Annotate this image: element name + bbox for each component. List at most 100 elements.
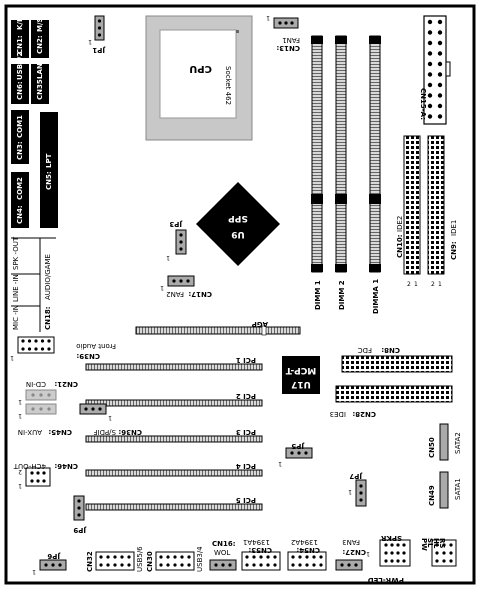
cn6-label: CN6: bbox=[16, 81, 24, 100]
pci2-slot[interactable] bbox=[85, 399, 263, 407]
cn2-connector[interactable] bbox=[31, 20, 49, 58]
pin bbox=[402, 559, 406, 563]
cn1-label: CN1: bbox=[16, 35, 24, 54]
cpu-socket[interactable] bbox=[145, 15, 253, 141]
u17-mcp-t-chip bbox=[282, 356, 320, 394]
pin bbox=[291, 563, 295, 567]
dimm2-slot[interactable] bbox=[335, 35, 347, 273]
cn3-connector[interactable] bbox=[11, 110, 29, 164]
dimma1-label: DIMMA 1 bbox=[372, 279, 380, 314]
pin bbox=[298, 563, 302, 567]
jp7-pin-label: 1 bbox=[348, 488, 352, 495]
jp5-label: JP5 bbox=[291, 442, 305, 450]
cn53-1394a1-header[interactable] bbox=[241, 551, 281, 571]
cn1-connector[interactable] bbox=[11, 20, 29, 58]
ide1-pin1: 1 bbox=[438, 281, 442, 288]
pin bbox=[259, 555, 263, 559]
cn16-wol-header[interactable] bbox=[209, 559, 237, 571]
pci4-slot[interactable] bbox=[85, 469, 263, 477]
switch-pins bbox=[435, 543, 453, 563]
pin bbox=[427, 72, 433, 77]
pin bbox=[437, 40, 443, 46]
dimma1-slot[interactable] bbox=[369, 35, 381, 273]
com1-label: COM1 bbox=[16, 115, 24, 138]
cn35-connector[interactable] bbox=[31, 64, 49, 104]
pin bbox=[21, 347, 25, 351]
pin bbox=[427, 82, 433, 88]
cn6-connector[interactable] bbox=[11, 64, 29, 104]
jp5-pin-label: 1 bbox=[278, 460, 282, 467]
pin bbox=[252, 555, 256, 559]
pin bbox=[319, 555, 323, 559]
aux-in-label: AUX-IN bbox=[18, 428, 42, 436]
cn28-ide3-connector[interactable] bbox=[335, 385, 453, 403]
jp3-pin-label: 1 bbox=[166, 254, 170, 261]
cn39-label: CN39: bbox=[76, 352, 100, 360]
pin bbox=[34, 347, 38, 351]
usb56-label: USB5/6 bbox=[136, 546, 144, 572]
cn50-label: CN50 bbox=[428, 437, 436, 458]
ide3-label: IDE3 bbox=[330, 410, 346, 418]
cn46-4ch-out-header[interactable] bbox=[25, 467, 51, 487]
pin bbox=[180, 555, 184, 559]
spk-out-label: SPK -OUT bbox=[12, 236, 20, 270]
pin bbox=[384, 551, 388, 555]
pin bbox=[437, 114, 443, 119]
cn30-usb34-header[interactable] bbox=[155, 551, 195, 571]
agp-label: AGP bbox=[252, 320, 268, 328]
pin bbox=[305, 555, 309, 559]
pin bbox=[442, 559, 446, 563]
jp7-jumper[interactable] bbox=[355, 479, 367, 507]
pwr-led-label: PWR-LED bbox=[368, 576, 404, 584]
jp6-pin-label: 1 bbox=[32, 568, 36, 575]
cn45-aux-in-header[interactable] bbox=[25, 403, 57, 415]
pin bbox=[437, 51, 443, 56]
cn50-sata2-connector[interactable] bbox=[439, 423, 449, 461]
rear-io-ports: CN1: K/B CN2: M/S CN6: USB1/2 CN35: LAN … bbox=[11, 17, 58, 332]
pci1-slot[interactable] bbox=[85, 363, 263, 371]
usb34-label: USB3/4 bbox=[196, 546, 204, 572]
jp5-jumper[interactable] bbox=[285, 447, 313, 459]
agp-slot[interactable] bbox=[135, 325, 301, 336]
pin bbox=[245, 555, 249, 559]
jp1-jumper[interactable] bbox=[94, 15, 105, 41]
pin bbox=[127, 563, 131, 567]
cn32-usb56-header[interactable] bbox=[95, 551, 135, 571]
cn17-fan2-header[interactable] bbox=[167, 275, 195, 287]
cn5-connector[interactable] bbox=[40, 112, 58, 228]
pin bbox=[180, 563, 184, 567]
jp3-jumper[interactable] bbox=[175, 229, 187, 255]
jp1-label: JP1 bbox=[92, 46, 106, 54]
cn8-fdc-connector[interactable] bbox=[341, 355, 453, 373]
pin bbox=[427, 61, 433, 67]
jp6-jumper[interactable] bbox=[39, 559, 67, 571]
cn21-cd-in-header[interactable] bbox=[25, 389, 57, 401]
cn54-label: CN54: bbox=[296, 546, 320, 554]
ide2-pin1: 1 bbox=[414, 281, 418, 288]
line-in-label: LINE -IN bbox=[12, 274, 20, 302]
1394a1-label: 1394A1 bbox=[243, 538, 270, 546]
jp9-jumper[interactable] bbox=[73, 495, 85, 521]
pin bbox=[437, 72, 443, 77]
cn10-ide2-connector[interactable] bbox=[403, 135, 421, 275]
jp3-label: JP3 bbox=[169, 220, 183, 228]
cn9-label: CN9: bbox=[450, 241, 458, 260]
dimm1-slot[interactable] bbox=[311, 35, 323, 273]
com2-label: COM2 bbox=[16, 177, 24, 200]
pci3-slot[interactable] bbox=[85, 435, 263, 443]
cn13-fan1-header[interactable] bbox=[273, 17, 299, 29]
cn36-spdif-header[interactable] bbox=[79, 403, 107, 415]
cn9-ide1-connector[interactable] bbox=[427, 135, 445, 275]
cn27-fan3-header[interactable] bbox=[335, 559, 363, 571]
cn49-sata1-connector[interactable] bbox=[439, 471, 449, 509]
cn4-connector[interactable] bbox=[11, 172, 29, 228]
pci2-label: PCI 2 bbox=[236, 392, 256, 400]
cn39-front-audio-header[interactable] bbox=[17, 336, 55, 354]
wol-label: WOL bbox=[214, 549, 230, 557]
pin bbox=[319, 563, 323, 567]
pin bbox=[427, 19, 433, 25]
pin bbox=[312, 563, 316, 567]
pin bbox=[427, 40, 433, 46]
cn54-1394a2-header[interactable] bbox=[287, 551, 327, 571]
pci5-slot[interactable] bbox=[85, 503, 263, 511]
